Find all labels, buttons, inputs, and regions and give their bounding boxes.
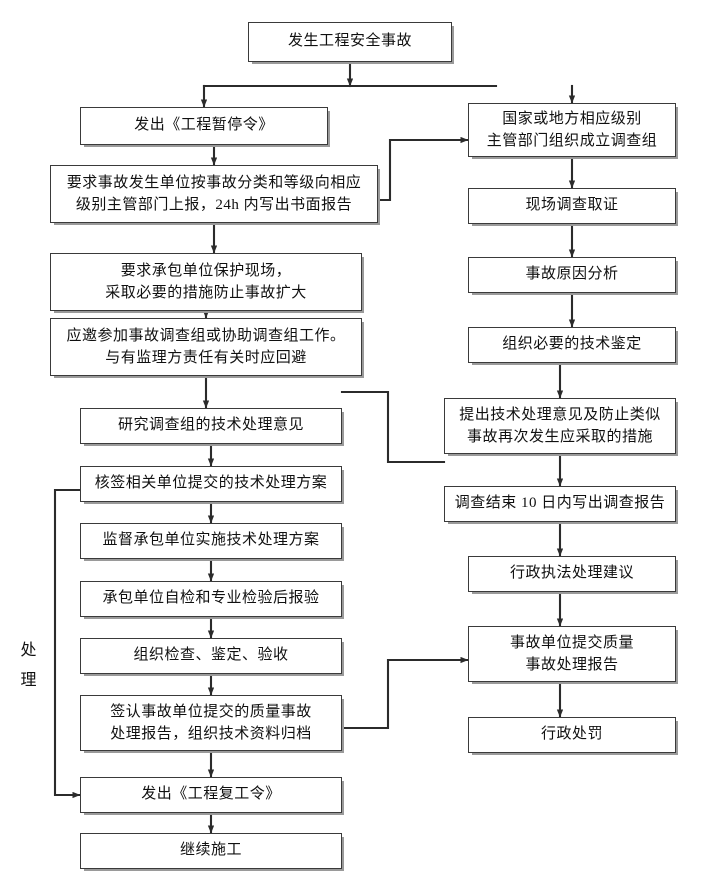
node-study-technical-opinion[interactable]: 研究调查组的技术处理意见 (80, 408, 342, 444)
node-join-investigation-group[interactable]: 应邀参加事故调查组或协助调查组工作。 与有监理方责任有关时应回避 (50, 318, 362, 376)
node-accident-occurs[interactable]: 发生工程安全事故 (248, 22, 452, 62)
edge-n07-n12-feedback (53, 488, 82, 799)
node-issue-resumption-order[interactable]: 发出《工程复工令》 (80, 777, 342, 813)
node-countersign-technical-plan[interactable]: 核签相关单位提交的技术处理方案 (80, 466, 342, 502)
node-establish-investigation-group[interactable]: 国家或地方相应级别 主管部门组织成立调查组 (468, 103, 676, 157)
node-site-investigation-evidence[interactable]: 现场调查取证 (468, 188, 676, 224)
node-technical-appraisal[interactable]: 组织必要的技术鉴定 (468, 327, 676, 363)
edge-n06-n18 (340, 390, 446, 464)
node-sign-quality-accident-report[interactable]: 签认事故单位提交的质量事故 处理报告，组织技术资料归档 (80, 695, 342, 751)
node-continue-construction[interactable]: 继续施工 (80, 833, 342, 869)
node-contractor-self-inspection[interactable]: 承包单位自检和专业检验后报验 (80, 581, 342, 617)
node-investigation-report-10-days[interactable]: 调查结束 10 日内写出调查报告 (444, 486, 676, 522)
node-submit-quality-accident-report[interactable]: 事故单位提交质量 事故处理报告 (468, 626, 676, 682)
edge-n03-n14 (376, 136, 470, 202)
node-accident-cause-analysis[interactable]: 事故原因分析 (468, 257, 676, 293)
node-organize-inspection-acceptance[interactable]: 组织检查、鉴定、验收 (80, 638, 342, 674)
node-protect-site[interactable]: 要求承包单位保护现场， 采取必要的措施防止事故扩大 (50, 253, 362, 311)
node-administrative-enforcement-advice[interactable]: 行政执法处理建议 (468, 556, 676, 592)
edge-n11-n21 (340, 656, 470, 730)
node-supervise-implementation[interactable]: 监督承包单位实施技术处理方案 (80, 523, 342, 559)
side-label-handling: 处理 (20, 642, 38, 690)
node-require-report-to-authority[interactable]: 要求事故发生单位按事故分类和等级向相应 级别主管部门上报，24h 内写出书面报告 (50, 165, 378, 223)
node-administrative-penalty[interactable]: 行政处罚 (468, 717, 676, 753)
node-propose-preventive-measures[interactable]: 提出技术处理意见及防止类似 事故再次发生应采取的措施 (444, 398, 676, 454)
node-issue-suspension-order[interactable]: 发出《工程暂停令》 (80, 107, 328, 145)
